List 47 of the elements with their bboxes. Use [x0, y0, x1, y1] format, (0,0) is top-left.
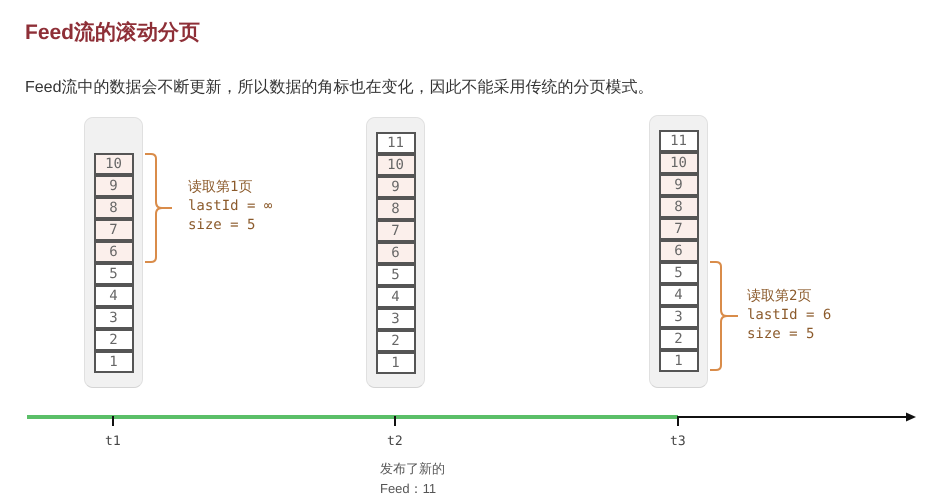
feed-item: 9 [94, 175, 134, 197]
snapshot-panel [84, 117, 143, 388]
time-label: t3 [670, 434, 686, 450]
feed-item: 8 [94, 197, 134, 219]
feed-item: 3 [658, 306, 698, 328]
feed-item: 9 [658, 174, 698, 196]
time-label: t1 [105, 434, 121, 450]
feed-item: 9 [376, 176, 416, 198]
feed-item: 3 [94, 307, 134, 329]
feed-item: 5 [376, 264, 416, 286]
snapshot-panel [366, 117, 425, 388]
feed-item: 5 [658, 262, 698, 284]
annotation-text: size = 5 [188, 216, 256, 235]
feed-item: 7 [658, 218, 698, 240]
feed-item: 1 [658, 350, 698, 372]
note-text: 发布了新的Feed：11 [380, 460, 446, 497]
feed-item: 3 [376, 308, 416, 330]
feed-item: 1 [376, 352, 416, 374]
feed-item: 6 [94, 241, 134, 263]
time-label: t2 [387, 434, 403, 450]
feed-item: 7 [94, 219, 134, 241]
feed-item: 11 [376, 132, 416, 154]
annotation-text: size = 5 [747, 325, 814, 344]
description-text: Feed流中的数据会不断更新，所以数据的角标也在变化，因此不能采用传统的分页模式。 [25, 78, 654, 98]
feed-item: 1 [94, 351, 134, 373]
feed-item: 2 [376, 330, 416, 352]
diagram-title: Feed流的滚动分页 [25, 20, 200, 46]
feed-item: 8 [376, 198, 416, 220]
feed-item: 7 [376, 220, 416, 242]
feed-item: 10 [658, 152, 698, 174]
feed-item: 8 [658, 196, 698, 218]
feed-item: 4 [376, 286, 416, 308]
annotation-text: 读取第1页 [188, 178, 252, 197]
feed-item: 4 [658, 284, 698, 306]
feed-item: 4 [94, 285, 134, 307]
feed-item: 10 [376, 154, 416, 176]
feed-item: 2 [94, 329, 134, 351]
annotation-text: lastId = 6 [747, 306, 832, 325]
feed-item: 10 [94, 153, 134, 175]
annotation-text: lastId = ∞ [188, 197, 272, 216]
feed-item: 6 [658, 240, 698, 262]
snapshot-panel [649, 115, 708, 388]
feed-item: 5 [94, 263, 134, 285]
feed-item: 2 [658, 328, 698, 350]
annotation-text: 读取第2页 [747, 287, 812, 306]
feed-item: 11 [658, 130, 698, 152]
feed-item: 6 [376, 242, 416, 264]
